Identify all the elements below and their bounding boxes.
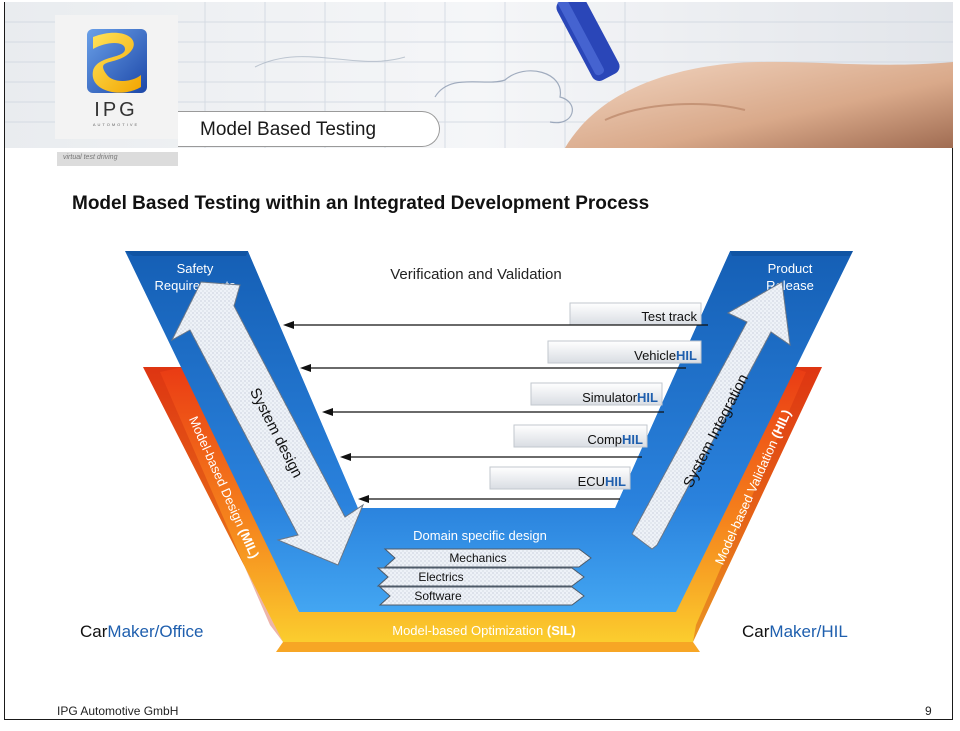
verification-validation-label: Verification and Validation	[390, 266, 562, 283]
test-bar-1	[547, 340, 702, 364]
test-label-0: Test track	[641, 309, 697, 324]
svg-text:IPG: IPG	[94, 99, 137, 121]
company-logo: IPG AUTOMOTIVE	[55, 15, 178, 139]
slide-title-box: Model Based Testing	[178, 111, 440, 147]
product-release-line1: Product	[768, 261, 813, 276]
carmaker-hil-label: CarMaker/HIL	[742, 622, 848, 641]
domain-item-label-0: Mechanics	[449, 551, 506, 565]
test-arrow-head-1	[300, 364, 311, 372]
domain-specific-design-label: Domain specific design	[413, 528, 547, 543]
test-label-4: ECUHIL	[578, 474, 626, 489]
test-arrow-head-4	[358, 495, 369, 503]
test-bar-3	[513, 424, 648, 448]
test-bar-2	[530, 382, 663, 406]
test-label-2: SimulatorHIL	[582, 390, 658, 405]
page-number: 9	[925, 704, 932, 718]
test-arrow-head-0	[283, 321, 294, 329]
tagline: virtual test driving	[63, 154, 118, 161]
model-based-optimization-label: Model-based Optimization (SIL)	[392, 623, 576, 638]
footer-company: IPG Automotive GmbH	[57, 704, 179, 718]
test-bar-4	[489, 466, 631, 490]
logo-mark: IPG AUTOMOTIVE	[87, 29, 147, 127]
domain-chevron-0	[383, 548, 592, 568]
domain-item-label-1: Electrics	[418, 570, 463, 584]
page-heading: Model Based Testing within an Integrated…	[72, 193, 650, 214]
slide-frame	[4, 2, 953, 720]
test-arrow-head-3	[340, 453, 351, 461]
domain-chevron-1	[376, 567, 585, 587]
test-label-1: VehicleHIL	[634, 348, 697, 363]
safety-requirements-line1: Safety	[177, 261, 214, 276]
svg-text:AUTOMOTIVE: AUTOMOTIVE	[93, 122, 139, 127]
domain-item-label-2: Software	[414, 589, 462, 603]
tagline-strip: virtual test driving	[57, 152, 178, 166]
carmaker-office-label: CarMaker/Office	[80, 622, 203, 641]
slide-title: Model Based Testing	[200, 119, 377, 140]
test-arrow-head-2	[322, 408, 333, 416]
domain-chevron-2	[378, 586, 585, 606]
test-label-3: CompHIL	[587, 432, 643, 447]
